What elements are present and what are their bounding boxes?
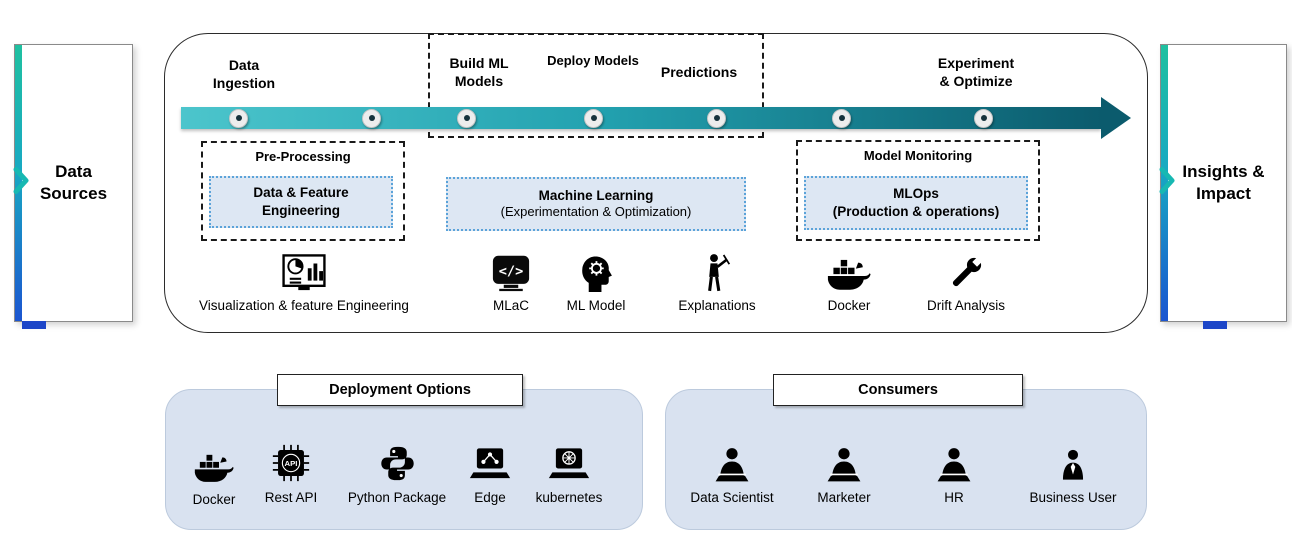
- pipeline-node: [832, 109, 851, 128]
- pipeline-node: [974, 109, 993, 128]
- deployment-item-label: Python Package: [347, 490, 447, 505]
- svg-text:API: API: [285, 459, 298, 468]
- pipeline-container: Data Ingestion Build ML Models Deploy Mo…: [164, 33, 1148, 333]
- stage-deploy-models: Deploy Models: [547, 53, 639, 68]
- preprocessing-dashed-box: Pre-Processing Data & Feature Engineerin…: [201, 141, 405, 241]
- deployment-item-rest-api: API Rest API: [251, 436, 331, 505]
- deployment-options-box: Docker API Rest API: [165, 389, 643, 530]
- pipeline-node: [707, 109, 726, 128]
- person-laptop-icon: [825, 436, 863, 482]
- stage-build-ml-models: Build ML Models: [449, 55, 509, 90]
- svg-text:</>: </>: [499, 264, 524, 280]
- person-laptop-icon: [713, 436, 751, 482]
- deployment-options-title: Deployment Options: [329, 382, 471, 398]
- insights-impact-title: Insights & Impact: [1182, 161, 1265, 203]
- insights-impact-panel: Insights & Impact: [1158, 44, 1287, 329]
- gradient-accent-bar: [15, 45, 22, 321]
- consumer-hr: HR: [924, 436, 984, 505]
- consumers-box: Data Scientist Marketer: [665, 389, 1147, 530]
- data-sources-title: Data Sources: [39, 161, 108, 203]
- stage-predictions: Predictions: [660, 64, 738, 80]
- tool-label: ML Model: [566, 298, 626, 313]
- business-user-icon: [1056, 436, 1090, 482]
- machine-learning-title: Machine Learning: [538, 187, 654, 203]
- wrench-icon: [947, 244, 986, 292]
- gradient-accent-bar: [1161, 45, 1168, 321]
- deployment-item-docker: Docker: [179, 438, 249, 507]
- chevron-right-icon: [12, 167, 30, 200]
- consumer-business-user: Business User: [1013, 436, 1133, 505]
- build-deploy-dashed-box: [428, 33, 764, 138]
- tool-docker: Docker: [799, 244, 899, 313]
- docker-icon: [827, 244, 871, 292]
- deployment-options-header: Deployment Options: [277, 374, 523, 406]
- blue-accent-bar: [22, 321, 46, 329]
- deployment-item-kubernetes: kubernetes: [519, 436, 619, 505]
- tool-label: Visualization & feature Engineering: [199, 298, 409, 313]
- machine-learning-box: Machine Learning (Experimentation & Opti…: [446, 177, 746, 231]
- machine-learning-subtitle: (Experimentation & Optimization): [500, 204, 692, 220]
- consumer-marketer: Marketer: [794, 436, 894, 505]
- deployment-item-edge: Edge: [460, 436, 520, 505]
- tool-visualization: Visualization & feature Engineering: [189, 244, 419, 313]
- tool-label: Drift Analysis: [926, 298, 1006, 313]
- person-laptop-icon: [935, 436, 973, 482]
- tool-drift-analysis: Drift Analysis: [906, 244, 1026, 313]
- tool-label: MLaC: [492, 298, 529, 313]
- pipeline-node: [457, 109, 476, 128]
- docker-icon: [194, 438, 234, 484]
- consumers-title: Consumers: [858, 382, 938, 398]
- pipeline-node: [229, 109, 248, 128]
- blue-accent-bar: [1203, 321, 1227, 329]
- deployment-item-label: kubernetes: [535, 490, 603, 505]
- data-sources-panel: Data Sources: [12, 44, 133, 329]
- consumers-header: Consumers: [773, 374, 1023, 406]
- tool-ml-model: ML Model: [546, 244, 646, 313]
- model-monitoring-label: Model Monitoring: [863, 148, 973, 163]
- chevron-right-icon: [1158, 167, 1176, 200]
- data-feature-engineering-box: Data & Feature Engineering: [209, 176, 393, 228]
- deployment-item-label: Docker: [192, 492, 236, 507]
- explanations-icon: [700, 244, 735, 292]
- pipeline-arrow-head: [1101, 97, 1131, 139]
- deployment-item-python: Python Package: [337, 436, 457, 505]
- consumer-label: Data Scientist: [690, 490, 774, 505]
- chart-icon: [282, 244, 326, 292]
- tool-label: Docker: [827, 298, 871, 313]
- consumer-data-scientist: Data Scientist: [677, 436, 787, 505]
- pipeline-node: [362, 109, 381, 128]
- api-chip-icon: API: [272, 436, 310, 482]
- consumer-label: Business User: [1029, 490, 1117, 505]
- stage-experiment-optimize: Experiment & Optimize: [937, 55, 1015, 90]
- tool-mlac: </> MLaC: [461, 244, 561, 313]
- edge-icon: [469, 436, 511, 482]
- consumer-label: Marketer: [817, 490, 871, 505]
- pipeline-node: [584, 109, 603, 128]
- pipeline-arrow: [181, 107, 1101, 129]
- model-monitoring-dashed-box: Model Monitoring MLOps (Production & ope…: [796, 140, 1040, 241]
- code-icon: </>: [490, 244, 532, 292]
- consumer-label: HR: [944, 490, 964, 505]
- python-icon: [379, 436, 416, 482]
- deployment-item-label: Edge: [474, 490, 506, 505]
- ml-model-icon: [576, 244, 616, 292]
- stage-data-ingestion: Data Ingestion: [212, 57, 276, 92]
- mlops-subtitle: (Production & operations): [832, 204, 1000, 219]
- mlops-box: MLOps (Production & operations): [804, 176, 1028, 230]
- kubernetes-icon: [548, 436, 590, 482]
- tool-label: Explanations: [678, 298, 756, 313]
- tool-explanations: Explanations: [657, 244, 777, 313]
- deployment-item-label: Rest API: [264, 490, 318, 505]
- preprocessing-label: Pre-Processing: [255, 149, 351, 164]
- data-feature-engineering-title: Data & Feature Engineering: [253, 185, 349, 218]
- mlops-title: MLOps: [893, 186, 939, 202]
